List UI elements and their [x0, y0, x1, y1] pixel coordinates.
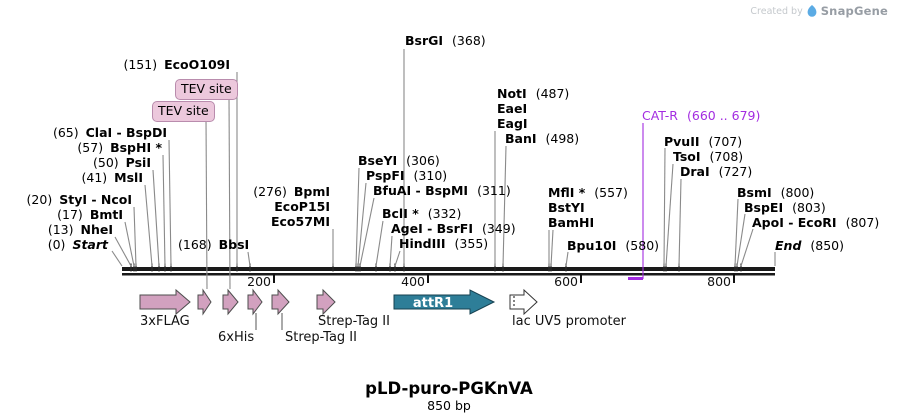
site-label-draI[interactable]: DraI(727) — [680, 164, 753, 179]
site-label-bsmI[interactable]: BsmI(800) — [737, 185, 815, 200]
site-label-mslI[interactable]: (41)MslI — [81, 170, 144, 185]
leader-line — [111, 250, 123, 267]
site-label-hindIII[interactable]: HindIII(355) — [399, 236, 489, 251]
site-label-bclI[interactable]: BclI *(332) — [382, 206, 462, 221]
site-label-bfuAI-bspMI[interactable]: BfuAI - BspMI(311) — [373, 183, 511, 198]
cat-r-span-bar[interactable] — [628, 277, 643, 280]
site-label-bsrGI[interactable]: BsrGI(368) — [405, 33, 486, 48]
snapgene-logo-icon — [807, 4, 817, 17]
site-label-mflI[interactable]: MflI *(557) — [548, 185, 628, 200]
site-label-claI-bspDI[interactable]: (65)ClaI - BspDI — [52, 125, 167, 140]
lac-uv5-promoter-label[interactable]: lac UV5 promoter — [512, 314, 626, 329]
feature-arrow-6xhis[interactable] — [247, 288, 263, 316]
site-label-end[interactable]: End(850) — [775, 238, 845, 253]
leader-line — [740, 228, 754, 267]
feature-arrow-strep-tag-ii-2[interactable] — [316, 288, 336, 316]
sequence-line-bottom — [122, 273, 775, 276]
snapgene-brand-text: SnapGene — [820, 4, 888, 18]
site-label-tsoI[interactable]: TsoI(708) — [673, 149, 744, 164]
leader-line — [565, 251, 569, 267]
leader-line — [394, 250, 401, 267]
plasmid-size: 850 bp — [427, 398, 471, 413]
leader-line — [152, 169, 160, 267]
site-label-bamHI[interactable]: BamHI — [548, 215, 595, 230]
feature-arrow-tev-site-2[interactable] — [222, 288, 239, 316]
leader-line — [124, 221, 135, 267]
site-label-styI-ncoI[interactable]: (20)StyI - NcoI — [26, 192, 132, 207]
site-label-eco57MI[interactable]: Eco57MI — [270, 214, 330, 229]
site-label-banI[interactable]: BanI(498) — [505, 131, 580, 146]
tev-site-box[interactable]: TEV site — [152, 101, 215, 122]
strep-tag-ii-label-2[interactable]: Strep-Tag II — [318, 314, 390, 329]
ruler-label-200: 200 — [247, 274, 271, 289]
site-label-psiI[interactable]: (50)PsiI — [93, 155, 151, 170]
site-label-bseYI[interactable]: BseYI(306) — [358, 153, 440, 168]
leader-line — [144, 184, 153, 267]
leader-line — [162, 154, 166, 267]
leader-line — [736, 213, 746, 267]
leader-line — [247, 251, 251, 267]
leader-line — [734, 198, 739, 267]
site-label-ecoP15I[interactable]: EcoP15I — [274, 199, 330, 214]
leader-line — [357, 182, 367, 267]
site-label-pspFI[interactable]: PspFI(310) — [366, 168, 448, 183]
feature-label-attr1: attR1 — [413, 296, 453, 311]
leader-line — [355, 167, 360, 267]
site-label-bspEI[interactable]: BspEI(803) — [744, 200, 826, 215]
site-label-bspHI[interactable]: (57)BspHI * — [77, 140, 162, 155]
leader-line — [550, 229, 554, 267]
site-label-eaeI[interactable]: EaeI — [497, 101, 528, 116]
site-label-bbsI[interactable]: (168)BbsI — [178, 237, 250, 252]
site-label-bpmI[interactable]: (276)BpmI — [253, 184, 330, 199]
site-label-start[interactable]: (0)Start — [47, 237, 108, 252]
ruler-label-400: 400 — [401, 274, 425, 289]
tev-site-box[interactable]: TEV site — [175, 79, 238, 100]
leader-line — [663, 147, 666, 267]
leader-line — [375, 220, 384, 267]
site-label-ecoO109I[interactable]: (151)EcoO109I — [123, 57, 230, 72]
site-label-pvuII[interactable]: PvuII(707) — [664, 134, 743, 149]
ruler-label-800: 800 — [707, 274, 731, 289]
plasmid-title: pLD-puro-PGKnVA — [365, 379, 533, 398]
leader-line — [678, 178, 682, 267]
feature-arrow-lac-uv5-promoter[interactable] — [509, 288, 538, 316]
leader-line — [205, 117, 208, 290]
site-label-bpu10I[interactable]: Bpu10I(580) — [567, 238, 660, 253]
site-label-nheI[interactable]: (13)NheI — [47, 222, 113, 237]
feature-arrow-strep-tag-ii-1[interactable] — [271, 288, 290, 316]
feature-arrow-3xflag[interactable] — [139, 288, 191, 316]
leader-line — [359, 197, 375, 267]
ruler-label-600: 600 — [554, 274, 578, 289]
leader-line — [228, 95, 231, 290]
site-label-cat-r[interactable]: CAT-R(660 .. 679) — [642, 108, 761, 123]
leader-line — [665, 163, 674, 267]
site-label-notI[interactable]: NotI(487) — [497, 86, 570, 101]
strep-tag-ii-label-1[interactable]: Strep-Tag II — [285, 330, 357, 345]
leader-line — [502, 145, 507, 267]
site-label-bstYI[interactable]: BstYI — [548, 200, 585, 215]
snapgene-watermark: Created by SnapGene — [750, 4, 888, 18]
6xhis-label[interactable]: 6xHis — [218, 330, 255, 345]
leader-line — [114, 236, 132, 267]
3xflag-label[interactable]: 3xFLAG — [140, 314, 190, 329]
feature-arrow-tev-site-1[interactable] — [197, 288, 212, 316]
leader-line — [168, 139, 172, 267]
leader-line — [389, 235, 393, 267]
sequence-line-top — [122, 267, 775, 271]
leader-line — [133, 206, 137, 267]
site-label-ageI-bsrFI[interactable]: AgeI - BsrFI(349) — [391, 221, 516, 236]
site-label-apoI-ecoRI[interactable]: ApoI - EcoRI(807) — [752, 215, 880, 230]
created-by-text: Created by — [750, 5, 803, 17]
feature-arrow-attr1[interactable] — [393, 289, 496, 315]
site-label-eagI[interactable]: EagI — [497, 116, 528, 131]
site-label-bmtI[interactable]: (17)BmtI — [57, 207, 123, 222]
